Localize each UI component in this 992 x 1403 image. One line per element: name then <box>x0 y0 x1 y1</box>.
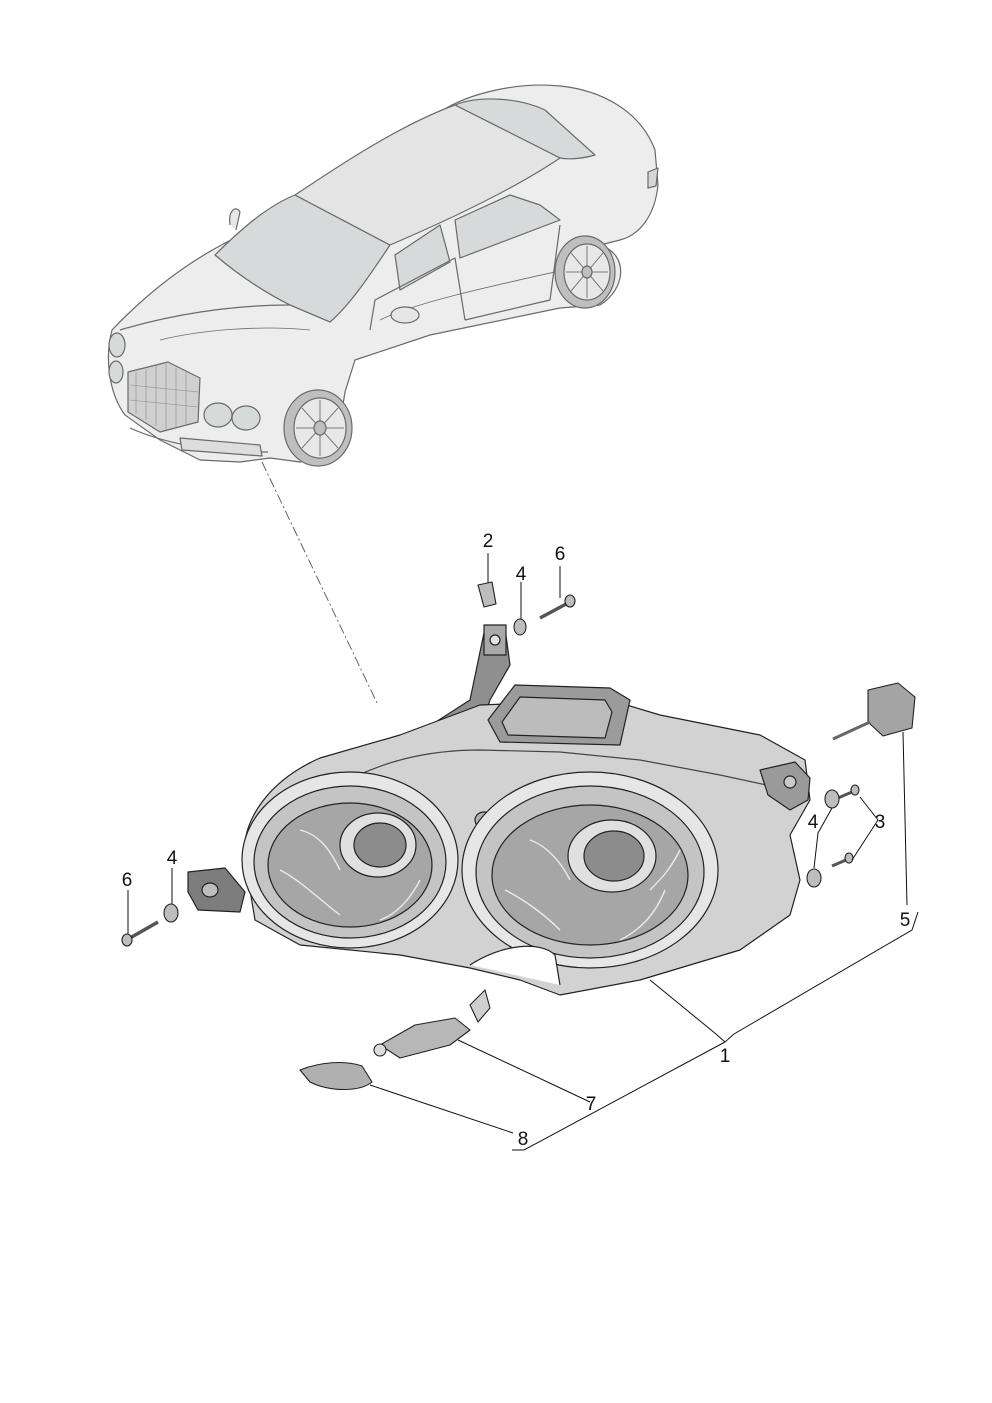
location-leader <box>261 461 379 706</box>
callout-labels: 1 2 3 4 4 4 5 6 6 7 8 <box>122 531 911 1150</box>
washer-top <box>513 618 527 636</box>
leader-lines <box>127 553 919 1151</box>
callout-7: 7 <box>586 1094 597 1115</box>
callout-6-top: 6 <box>555 544 566 565</box>
roof <box>294 104 561 246</box>
callout-4-left: 4 <box>167 848 178 869</box>
rear-window <box>454 98 596 160</box>
small-parts <box>121 581 916 1090</box>
washer-left <box>163 903 179 923</box>
screw-top <box>539 594 576 620</box>
washer-right-upper <box>824 789 840 809</box>
xenon-bulb <box>832 682 916 741</box>
callout-5: 5 <box>900 910 911 931</box>
side-mirror <box>390 306 420 324</box>
side-window-rear <box>454 194 561 259</box>
car-headlamps <box>108 332 261 431</box>
callout-1: 1 <box>720 1046 731 1067</box>
screw-right-lower <box>831 852 854 868</box>
washer-nozzle <box>373 989 491 1059</box>
callout-8: 8 <box>518 1129 529 1150</box>
clip-nut <box>477 581 497 608</box>
callout-4-right: 4 <box>808 812 819 833</box>
car-illustration <box>107 84 659 467</box>
nozzle-cover-cap <box>299 1062 373 1090</box>
headlamp-assembly <box>187 624 811 996</box>
windshield <box>214 194 391 323</box>
washer-right-lower <box>806 868 822 888</box>
callout-2: 2 <box>483 531 494 552</box>
screw-left <box>121 920 159 947</box>
callout-3: 3 <box>875 812 886 833</box>
screw-right-upper <box>837 784 860 800</box>
callout-6-left: 6 <box>122 870 133 891</box>
rear-wheel <box>554 235 616 309</box>
front-wheel <box>283 389 353 467</box>
callout-4-top: 4 <box>516 564 527 585</box>
side-window-front <box>394 224 451 291</box>
